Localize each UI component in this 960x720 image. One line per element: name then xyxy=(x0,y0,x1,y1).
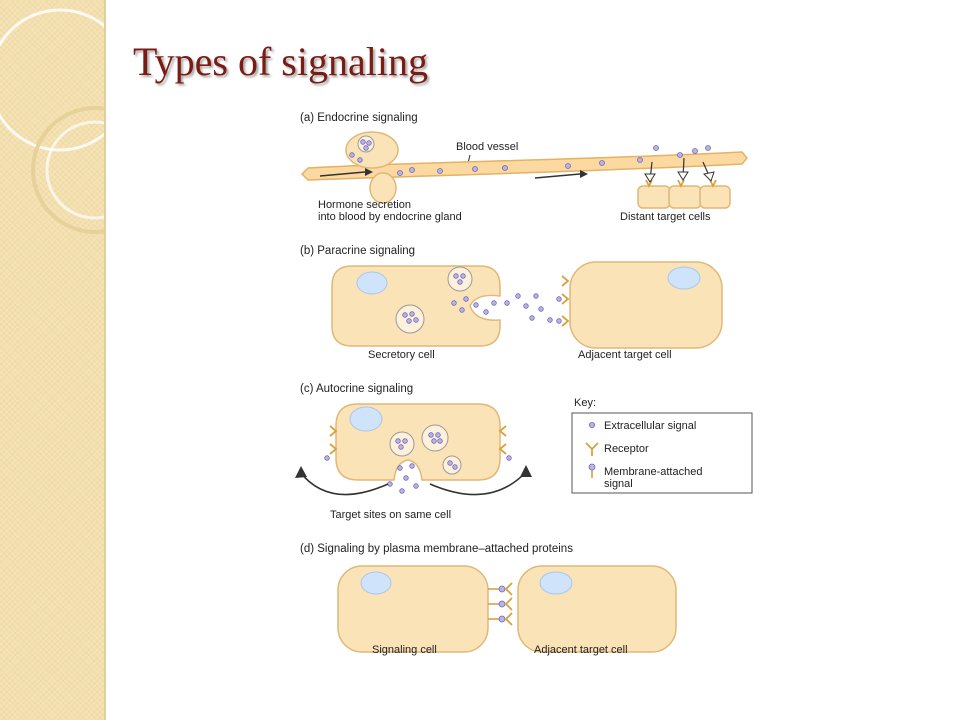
decorative-circles xyxy=(0,8,104,234)
key-item-membrane-attached: Membrane-attached xyxy=(604,466,702,478)
membrane-attached-signals xyxy=(488,582,513,626)
key-box: Key: Extracellular signal Receptor Membr… xyxy=(571,397,753,494)
membrane-adjacent-label: Adjacent target cell xyxy=(534,644,628,656)
hormone-signals xyxy=(397,145,711,176)
autocrine-heading: (c) Autocrine signaling xyxy=(300,383,413,395)
endocrine-source-label-1: Hormone secretion xyxy=(318,199,411,211)
distant-target-cells xyxy=(637,157,731,209)
adjacent-target-label: Adjacent target cell xyxy=(578,349,672,361)
panel-paracrine: (b) Paracrine signaling Secretory cell A… xyxy=(300,245,723,361)
blood-vessel-label: Blood vessel xyxy=(456,141,518,153)
paracrine-signals xyxy=(451,293,553,323)
panel-autocrine: (c) Autocrine signaling Target sites on … xyxy=(295,383,532,521)
flow-arrow-1 xyxy=(319,171,366,177)
autocrine-signals xyxy=(387,463,419,494)
extracellular-signal-icon xyxy=(588,421,595,428)
distant-target-label: Distant target cells xyxy=(620,211,711,223)
blood-vessel xyxy=(300,151,748,181)
secretory-cell-label: Secretory cell xyxy=(368,349,435,361)
panel-membrane-attached: (d) Signaling by plasma membrane–attache… xyxy=(300,543,677,656)
panel-endocrine: (a) Endocrine signaling Blood vessel xyxy=(300,112,748,223)
receptor-icon xyxy=(585,442,599,456)
decorative-sidebar xyxy=(0,0,106,720)
endocrine-gland xyxy=(345,131,399,204)
endocrine-source-label-2: into blood by endocrine gland xyxy=(318,211,462,223)
autocrine-arrow-left xyxy=(299,471,389,496)
secretory-nucleus xyxy=(356,271,388,295)
key-item-receptor: Receptor xyxy=(604,443,649,455)
key-title: Key: xyxy=(574,397,596,409)
key-item-extracellular-signal: Extracellular signal xyxy=(604,420,696,432)
key-item-membrane-attached-line2: signal xyxy=(604,478,633,490)
autocrine-arrow-right xyxy=(429,471,527,496)
flow-arrow-2 xyxy=(534,173,581,179)
paracrine-heading: (b) Paracrine signaling xyxy=(300,245,415,257)
signaling-cell xyxy=(337,565,489,653)
target-sites-label: Target sites on same cell xyxy=(330,509,451,521)
signaling-diagram: (a) Endocrine signaling Blood vessel xyxy=(295,112,753,656)
slide-title: Types of signaling xyxy=(133,39,428,84)
signaling-cell-label: Signaling cell xyxy=(372,644,437,656)
membrane-attached-signal-icon xyxy=(588,463,596,478)
endocrine-heading: (a) Endocrine signaling xyxy=(300,112,418,124)
membrane-heading: (d) Signaling by plasma membrane–attache… xyxy=(300,543,573,555)
